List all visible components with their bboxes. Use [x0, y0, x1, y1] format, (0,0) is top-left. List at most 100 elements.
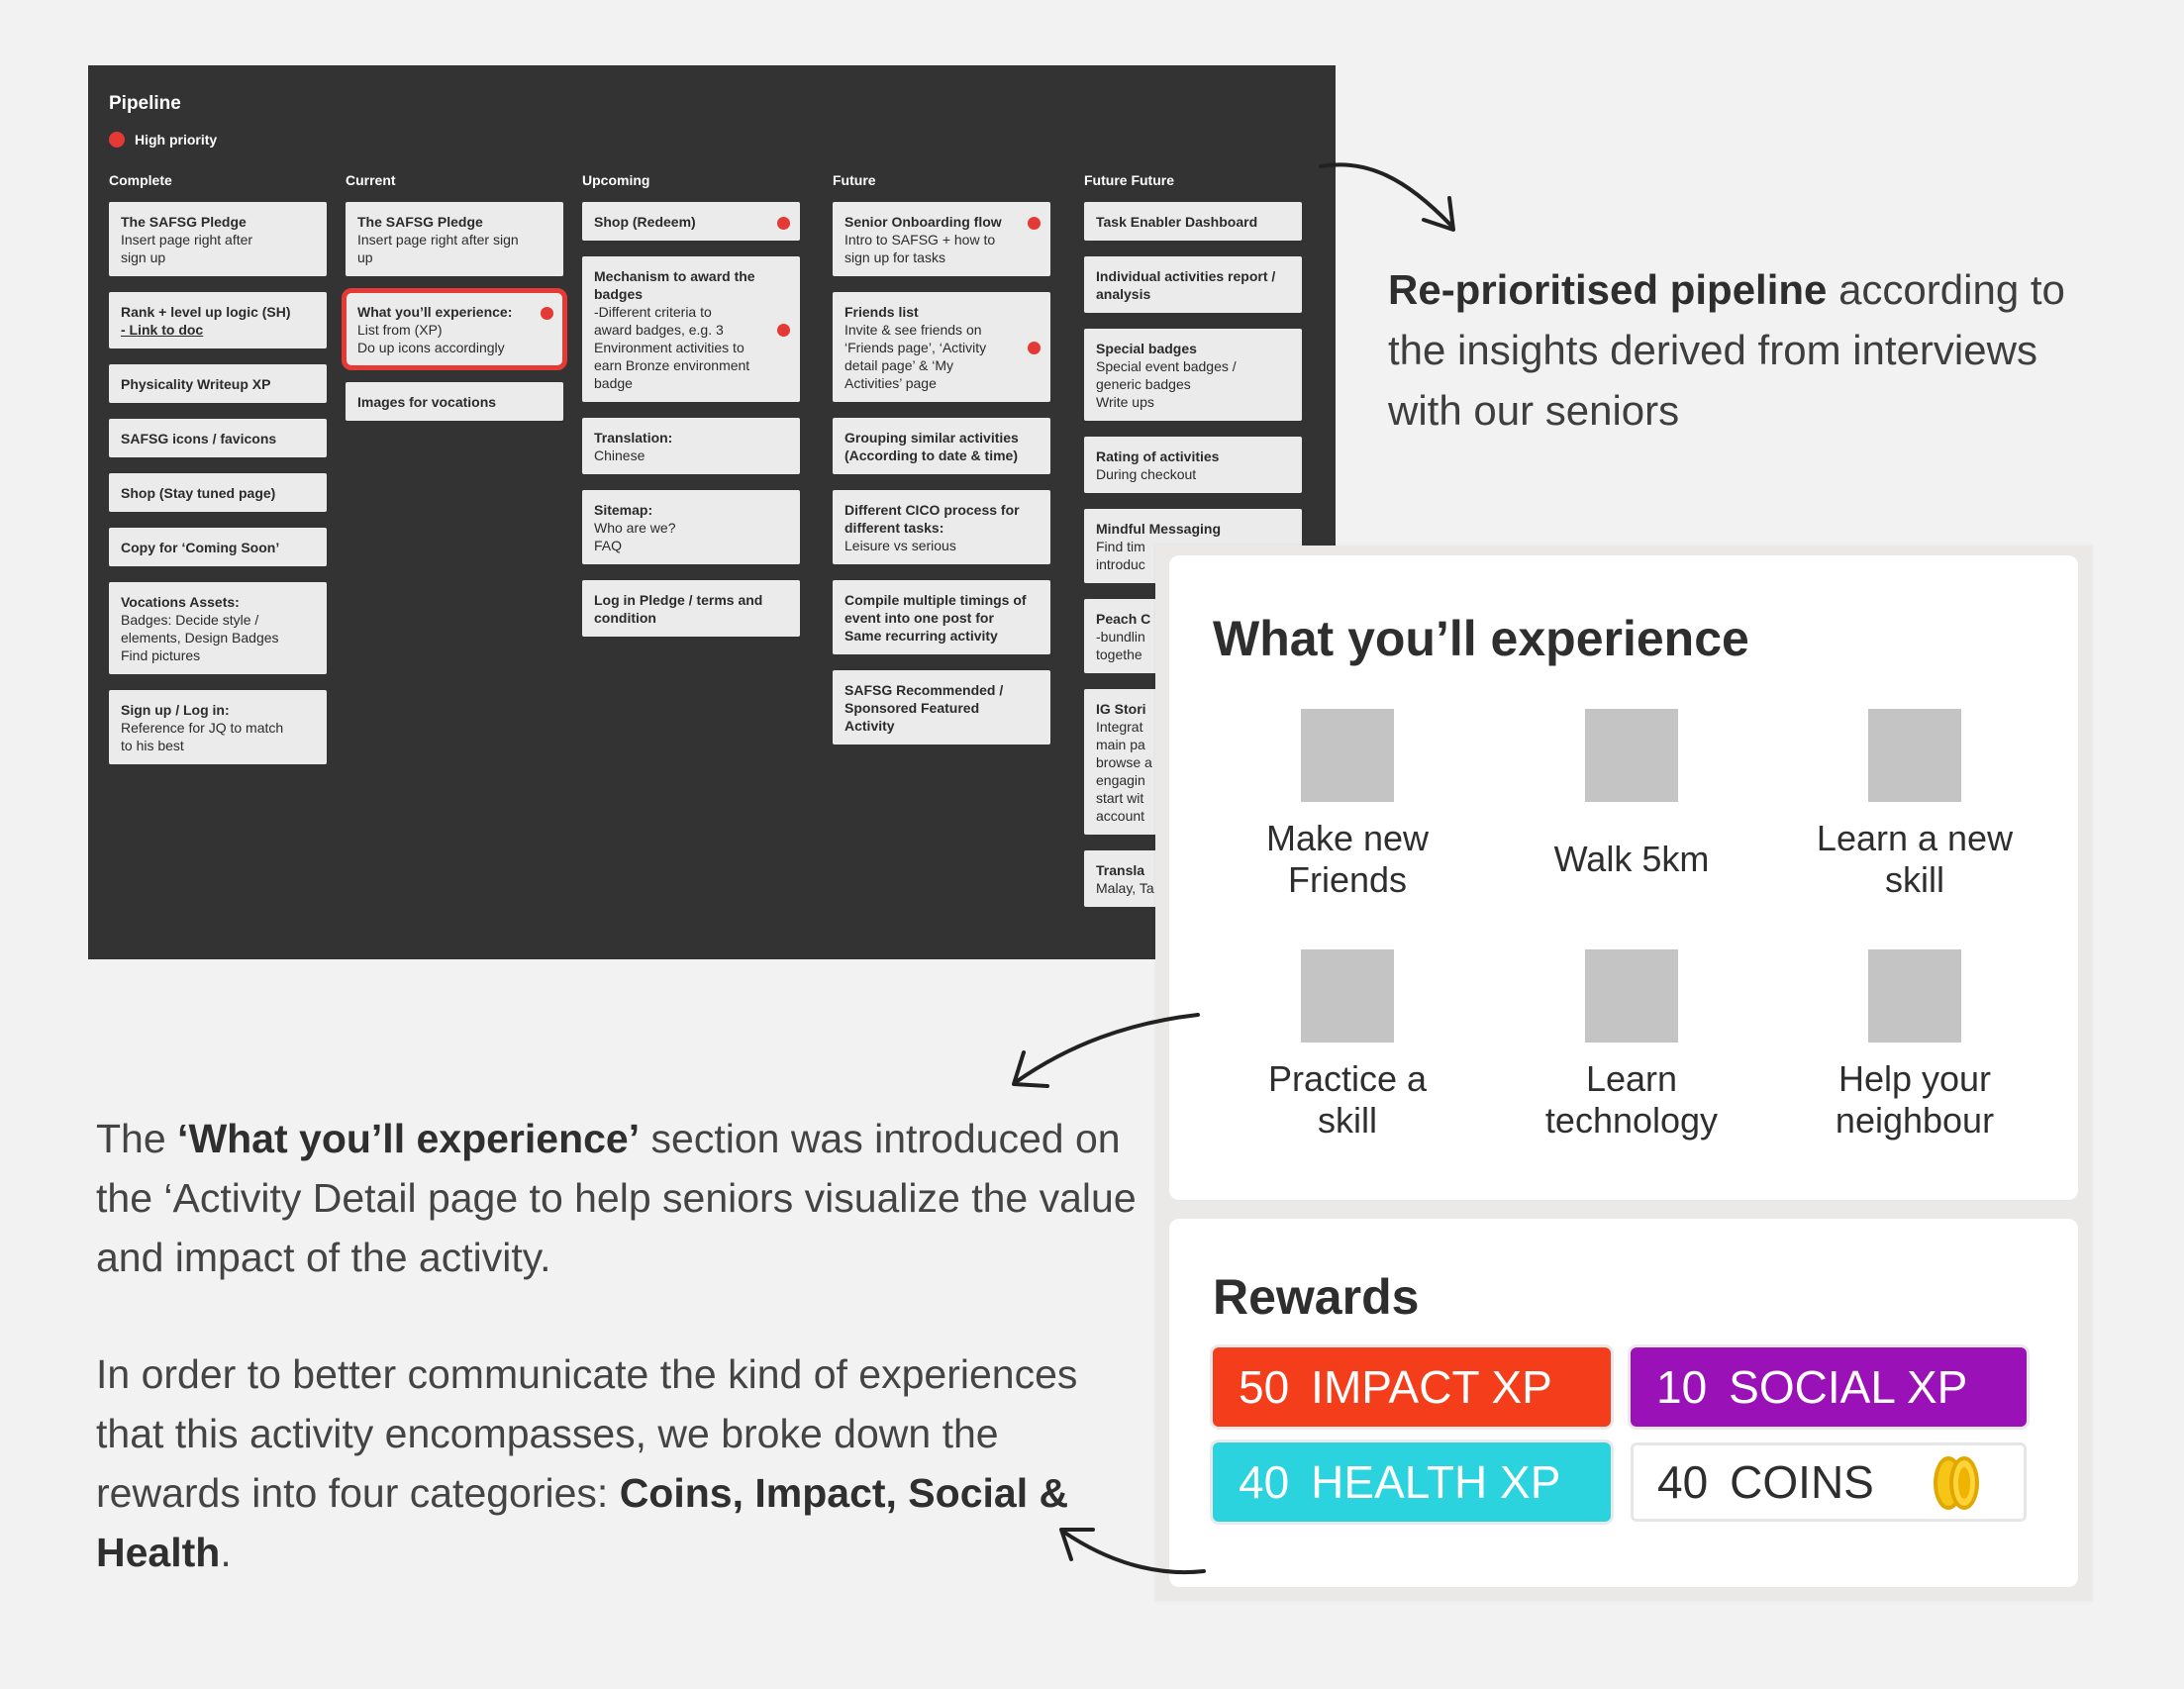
card-description: Intro to SAFSG + how to sign up for task… — [844, 232, 996, 265]
column-title: Future — [833, 172, 876, 188]
placeholder-icon — [1868, 709, 1961, 802]
experience-item: Learn technology — [1503, 949, 1760, 1142]
card-title: Transla — [1096, 862, 1145, 878]
curved-arrow-icon — [1012, 1013, 1200, 1088]
card-description: -bundlin togethe — [1096, 629, 1145, 662]
pipeline-card[interactable]: What you’ll experience:List from (XP) Do… — [342, 288, 567, 370]
pipeline-card[interactable]: Translation:Chinese — [582, 418, 800, 474]
high-priority-dot-icon — [777, 323, 790, 337]
impact-xp-badge: 50 IMPACT XP — [1213, 1347, 1611, 1427]
annotation-paragraph: In order to better communicate the kind … — [96, 1344, 1145, 1582]
pipeline-annotation: Re-prioritised pipeline according to the… — [1388, 259, 2101, 441]
activity-detail-preview: What you’ll experience Make new Friends … — [1155, 546, 2092, 1601]
card-description: Who are we? FAQ — [594, 520, 676, 553]
pipeline-card[interactable]: Vocations Assets:Badges: Decide style / … — [109, 582, 327, 674]
experience-item: Make new Friends — [1219, 709, 1476, 901]
high-priority-dot-icon — [1028, 341, 1041, 354]
high-priority-dot-icon — [541, 307, 553, 320]
card-title: Task Enabler Dashboard — [1096, 214, 1258, 230]
annotation-bold: Coins, Impact, Social & Health — [96, 1470, 1069, 1575]
pipeline-card[interactable]: Shop (Redeem) — [582, 202, 800, 241]
pipeline-card[interactable]: Different CICO process for different tas… — [833, 490, 1050, 564]
experience-title: What you’ll experience — [1213, 611, 1749, 666]
card-doc-link[interactable]: - Link to doc — [121, 322, 204, 338]
coins-icon — [1934, 1456, 1979, 1510]
pipeline-card[interactable]: Mechanism to award the badges-Different … — [582, 256, 800, 402]
pipeline-card[interactable]: Log in Pledge / terms and condition — [582, 580, 800, 637]
impact-xp-value: 50 — [1239, 1361, 1290, 1413]
experience-item: Learn a new skill — [1786, 709, 2043, 901]
card-title: Rank + level up logic (SH) — [121, 304, 291, 320]
pipeline-title: Pipeline — [109, 93, 181, 114]
card-title: Different CICO process for different tas… — [844, 502, 1020, 536]
experience-item-label: Practice a skill — [1267, 1058, 1428, 1141]
card-title: Physicality Writeup XP — [121, 376, 271, 392]
pipeline-card[interactable]: SAFSG Recommended / Sponsored Featured A… — [833, 670, 1050, 745]
card-title: Copy for ‘Coming Soon’ — [121, 540, 280, 555]
card-title: Translation: — [594, 430, 673, 446]
pipeline-card[interactable]: SAFSG icons / favicons — [109, 419, 327, 457]
pipeline-card[interactable]: Copy for ‘Coming Soon’ — [109, 528, 327, 566]
pipeline-card[interactable]: Grouping similar activities (According t… — [833, 418, 1050, 474]
pipeline-card[interactable]: Shop (Stay tuned page) — [109, 473, 327, 512]
experience-item-label: Make new Friends — [1265, 818, 1430, 900]
annotation-bold: ‘What you’ll experience’ — [177, 1116, 641, 1161]
card-title: SAFSG Recommended / Sponsored Featured A… — [844, 682, 1004, 734]
pipeline-annotation-text: according to the insights derived from i… — [1388, 266, 2065, 434]
pipeline-card[interactable]: Sitemap:Who are we? FAQ — [582, 490, 800, 564]
pipeline-card[interactable]: Sign up / Log in:Reference for JQ to mat… — [109, 690, 327, 764]
card-description: During checkout — [1096, 466, 1197, 482]
column-title: Complete — [109, 172, 172, 188]
pipeline-card[interactable]: Images for vocations — [346, 382, 563, 421]
card-description: Malay, Ta — [1096, 880, 1154, 896]
rewards-title: Rewards — [1213, 1269, 1420, 1325]
experience-item-label: Learn technology — [1544, 1058, 1719, 1141]
annotation-text: The — [96, 1116, 178, 1161]
experience-annotation: The ‘What you’ll experience’ section was… — [96, 1109, 1145, 1639]
impact-xp-label: IMPACT XP — [1311, 1361, 1552, 1413]
card-title: The SAFSG Pledge — [357, 214, 483, 230]
social-xp-value: 10 — [1656, 1361, 1708, 1413]
pipeline-annotation-bold: Re-prioritised pipeline — [1388, 266, 1828, 313]
card-title: Sign up / Log in: — [121, 702, 230, 718]
experience-item-label: Learn a new skill — [1816, 818, 2014, 900]
card-description: Insert page right after sign up — [121, 232, 253, 265]
pipeline-card[interactable]: Rank + level up logic (SH) - Link to doc — [109, 292, 327, 348]
annotation-paragraph: The ‘What you’ll experience’ section was… — [96, 1109, 1145, 1287]
pipeline-card[interactable]: Task Enabler Dashboard — [1084, 202, 1302, 241]
card-title: Shop (Redeem) — [594, 214, 696, 230]
pipeline-card[interactable]: Physicality Writeup XP — [109, 364, 327, 403]
coins-value: 40 — [1657, 1456, 1709, 1508]
card-title: Senior Onboarding flow — [844, 214, 1002, 230]
placeholder-icon — [1301, 709, 1394, 802]
high-priority-dot-icon — [109, 132, 125, 148]
annotation-text: In order to better communicate the kind … — [96, 1351, 1078, 1516]
high-priority-dot-icon — [1028, 217, 1041, 230]
placeholder-icon — [1585, 949, 1678, 1043]
experience-item-label: Walk 5km — [1553, 839, 1710, 879]
pipeline-card[interactable]: Compile multiple timings of event into o… — [833, 580, 1050, 654]
card-title: SAFSG icons / favicons — [121, 431, 277, 447]
column-title: Upcoming — [582, 172, 650, 188]
card-description: Badges: Decide style / elements, Design … — [121, 612, 279, 663]
pipeline-card[interactable]: Individual activities report / analysis — [1084, 256, 1302, 313]
annotation-text: section was introduced on the ‘Activity … — [96, 1116, 1137, 1280]
card-description: Integrat main pa browse a engagin start … — [1096, 719, 1152, 824]
card-title: Compile multiple timings of event into o… — [844, 592, 1027, 644]
curved-arrow-icon — [1059, 1528, 1206, 1575]
card-description: Insert page right after sign up — [357, 232, 519, 265]
experience-item: Help your neighbour — [1786, 949, 2043, 1142]
